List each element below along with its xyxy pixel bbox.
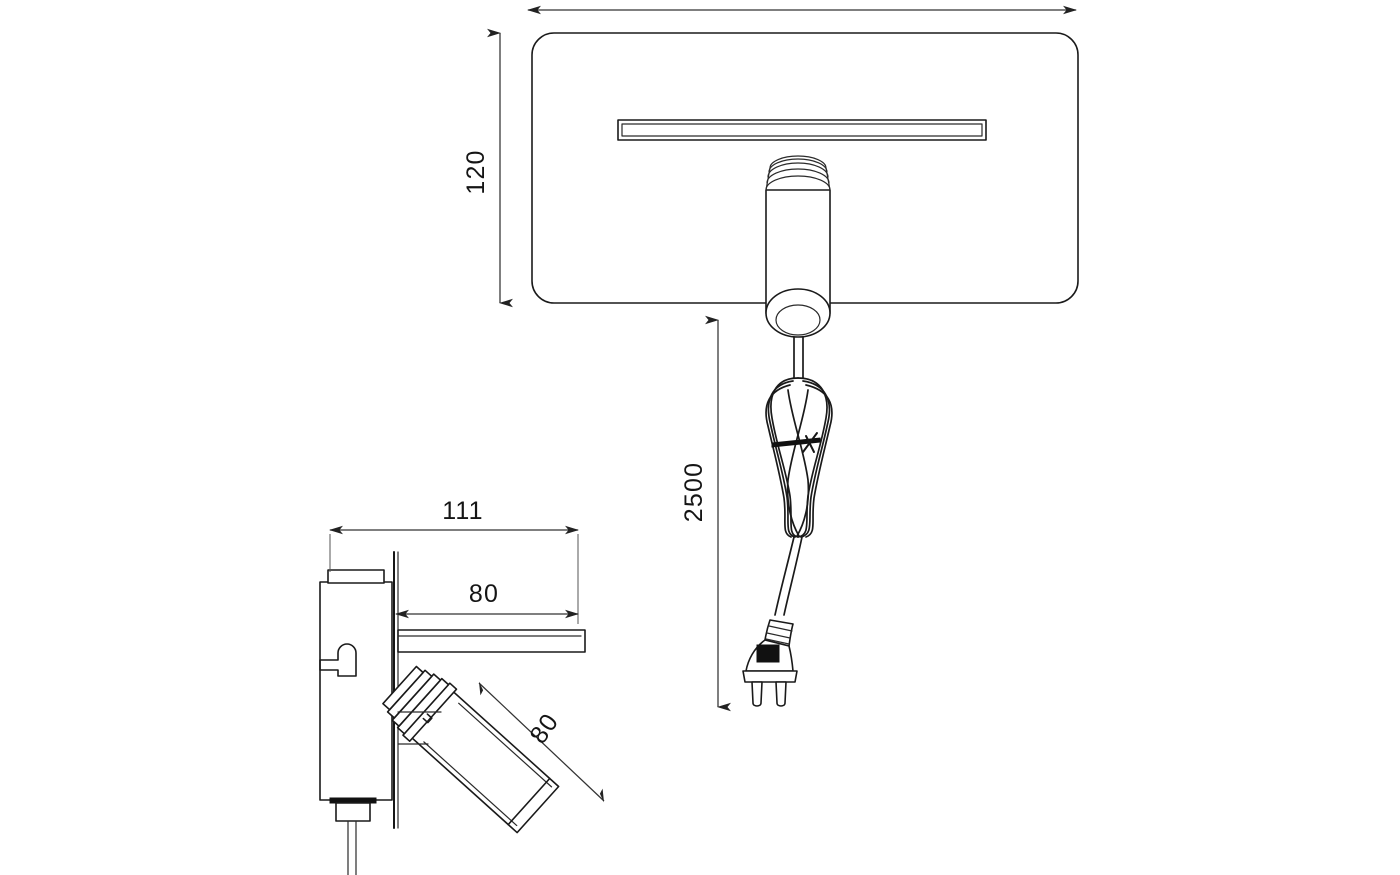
- spotlight-pivot-notch: [422, 713, 433, 724]
- cylinder-ring-1: [765, 175, 831, 191]
- dimension-label-overall-depth: 111: [442, 497, 484, 525]
- dimension-labels-group: 120 2500 111 80 80: [442, 149, 708, 748]
- plug-base-flange: [742, 670, 798, 683]
- plug-relief-ring-1: [768, 625, 793, 632]
- lamp-head-cylinder: [765, 155, 831, 338]
- cable-gland-body: [335, 802, 371, 822]
- driver-housing-top-cap: [327, 569, 385, 584]
- coil-strand-inner-b: [786, 389, 809, 537]
- cable-run-left: [774, 536, 795, 616]
- cylinder-ring-4: [768, 158, 828, 173]
- light-slot-aperture: [617, 119, 987, 141]
- cable-assembly-group: [705, 315, 833, 712]
- dimension-label-arm-projection: 80: [469, 580, 499, 608]
- plug-label-window: [756, 644, 780, 663]
- cylinder-ring-3: [767, 162, 829, 178]
- front-view-group: [531, 32, 1079, 338]
- overall-depth-dimension: [329, 525, 579, 624]
- plug-prong-right: [775, 681, 787, 707]
- dimension-label-cable-length: 2500: [680, 462, 708, 522]
- dimension-label-head-length: 80: [524, 708, 564, 749]
- driver-housing-box: [319, 581, 393, 801]
- spotlight-inner-line-bottom: [423, 741, 518, 827]
- keyhole-mounting-slot: [319, 643, 357, 677]
- cable-coil-bundle: [765, 377, 833, 538]
- cylinder-ring-5: [769, 155, 827, 169]
- cable-tie: [771, 432, 821, 453]
- head-length-dimension-line: [478, 681, 605, 803]
- projecting-arm: [397, 629, 586, 653]
- cylinder-knurl-right: [825, 167, 831, 191]
- coil-strand-6: [805, 384, 833, 538]
- dimension-label-plate-height: 120: [462, 149, 490, 194]
- coil-strand-5: [765, 384, 792, 538]
- spotlight-fin-5: [382, 665, 424, 711]
- plug-relief-ring-3: [765, 638, 790, 645]
- plug-prong-left: [751, 681, 763, 707]
- plug-relief-ring-2: [766, 632, 791, 639]
- cylinder-ring-2: [766, 168, 830, 184]
- head-length-dimension: [478, 681, 605, 803]
- power-plug: [742, 619, 798, 707]
- cylinder-lens-inner: [775, 304, 821, 336]
- angled-spotlight-head: [382, 665, 560, 834]
- cable-run-right: [783, 536, 803, 616]
- light-slot-inner: [621, 123, 983, 137]
- cylinder-knurl-left: [765, 167, 771, 191]
- cable-tie-tail-2: [802, 432, 818, 453]
- coil-strand-inner-a: [787, 389, 810, 537]
- cylinder-bottom-outer: [765, 288, 831, 338]
